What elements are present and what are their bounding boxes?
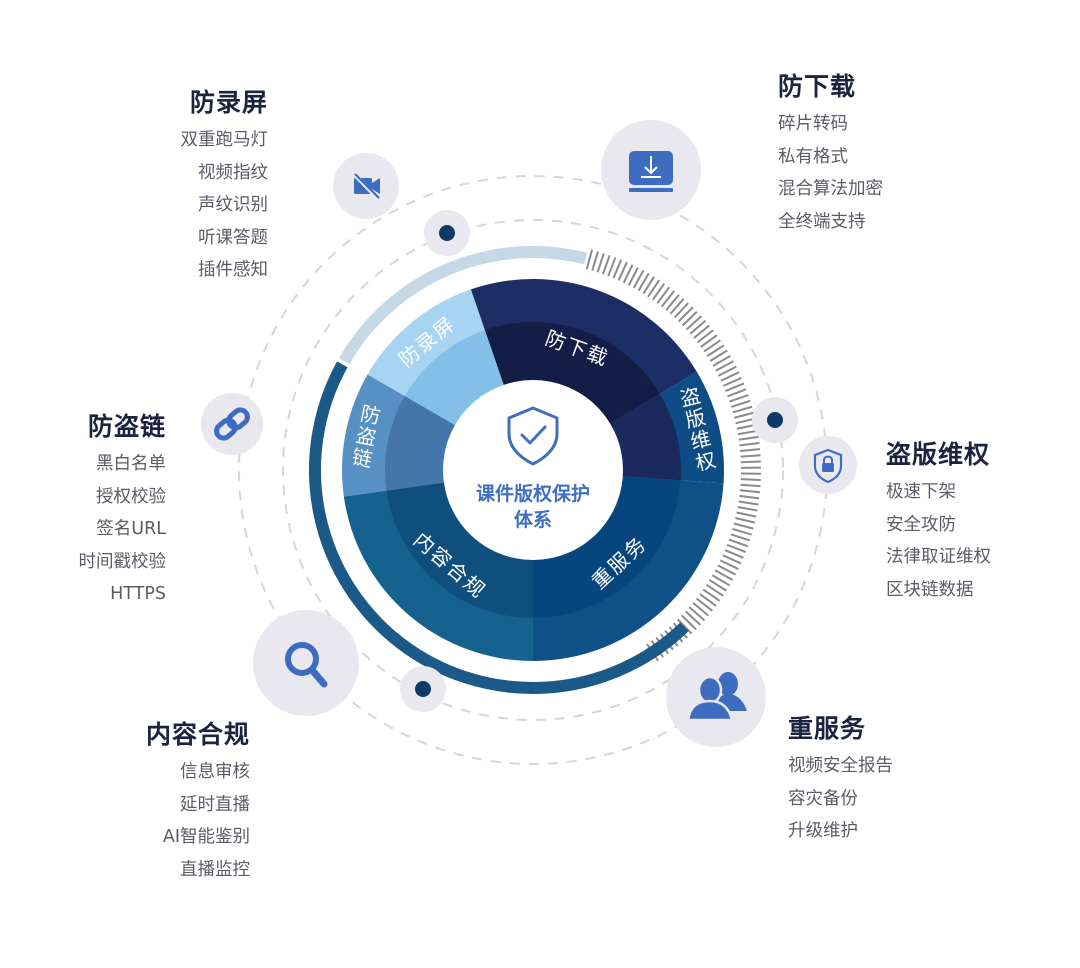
feature-item: HTTPS (110, 584, 166, 604)
feature-item: 声纹识别 (198, 195, 268, 215)
center-title-line2: 体系 (514, 508, 552, 531)
icon-heavy-service (666, 647, 766, 747)
feature-title: 盗版维权 (886, 440, 991, 469)
dot-marker (415, 681, 431, 697)
shield-lock-icon (813, 448, 843, 484)
feature-item: 插件感知 (198, 260, 268, 280)
camera-off-icon (351, 171, 381, 202)
feature-item: 视频安全报告 (788, 756, 893, 776)
feature-title: 防下载 (778, 72, 857, 101)
icon-anti-download (601, 120, 701, 220)
feature-item: 全终端支持 (778, 211, 866, 232)
donut-segment: 防盗链 (342, 374, 457, 497)
feature-piracy-rights: 盗版维权 极速下架 安全攻防 法律取证维权 区块链数据 (886, 438, 991, 606)
download-box-icon (629, 151, 673, 192)
outer-arcs (309, 246, 689, 694)
feature-anti-hotlink: 防盗链 黑白名单 授权校验 签名URL 时间戳校验 HTTPS (79, 410, 167, 611)
feature-item: 授权校验 (96, 486, 166, 507)
feature-item: 黑白名单 (96, 454, 166, 474)
feature-anti-record: 防录屏 双重跑马灯 视频指纹 声纹识别 听课答题 插件感知 (181, 86, 269, 287)
icon-piracy-rights (799, 436, 857, 494)
donut-segment: 防下载 (470, 278, 697, 425)
feature-content-compliance: 内容合规 信息审核 延时直播 AI智能鉴别 直播监控 (146, 718, 250, 886)
feature-item: 私有格式 (778, 146, 848, 167)
center-circle (443, 380, 623, 560)
segment-label: 防盗链 (350, 401, 383, 472)
feature-item: 延时直播 (180, 794, 250, 815)
feature-anti-download: 防下载 碎片转码 私有格式 混合算法加密 全终端支持 (778, 70, 883, 238)
feature-heavy-service: 重服务 视频安全报告 容灾备份 升级维护 (788, 712, 893, 848)
dot-marker (439, 225, 455, 241)
shield-check-icon (507, 406, 559, 466)
center-title-line1: 课件版权保护 (476, 482, 590, 505)
feature-item: 容灾备份 (788, 788, 858, 809)
feature-item: 时间戳校验 (78, 551, 167, 572)
donut-segment: 盗版维权 (608, 371, 724, 484)
feature-item: 签名URL (96, 519, 166, 539)
search-icon (285, 642, 328, 688)
feature-item: 区块链数据 (886, 579, 974, 600)
feature-title: 防录屏 (189, 88, 268, 117)
users-icon (686, 672, 747, 722)
center-hub: 课件版权保护 体系 (443, 380, 623, 560)
icon-anti-hotlink (201, 393, 263, 455)
light-progress-arc (339, 246, 588, 365)
feature-item: 直播监控 (180, 859, 250, 880)
feature-item: 听课答题 (198, 227, 268, 248)
feature-item: 视频指纹 (198, 162, 268, 183)
feature-title: 内容合规 (145, 720, 250, 749)
icon-content-compliance (253, 610, 359, 716)
dark-progress-arc (309, 361, 689, 694)
icon-anti-record (333, 153, 399, 219)
feature-item: 碎片转码 (778, 114, 848, 134)
dot-marker (767, 412, 783, 428)
feature-item: 安全攻防 (886, 514, 956, 535)
feature-item: 信息审核 (180, 762, 250, 782)
feature-title: 重服务 (788, 714, 867, 743)
feature-title: 防盗链 (87, 412, 166, 441)
feature-item: 极速下架 (886, 482, 956, 502)
feature-item: 双重跑马灯 (180, 130, 269, 150)
feature-item: 混合算法加密 (778, 179, 883, 199)
orbit-dot-markers (400, 210, 798, 712)
feature-item: AI智能鉴别 (162, 827, 250, 847)
inner-dashed-orbit (282, 219, 784, 721)
hatch-ring (585, 249, 761, 662)
feature-item: 升级维护 (788, 821, 858, 841)
link-icon (214, 407, 250, 441)
feature-item: 法律取证维权 (886, 547, 991, 567)
donut-segment: 重服务 (533, 476, 724, 661)
